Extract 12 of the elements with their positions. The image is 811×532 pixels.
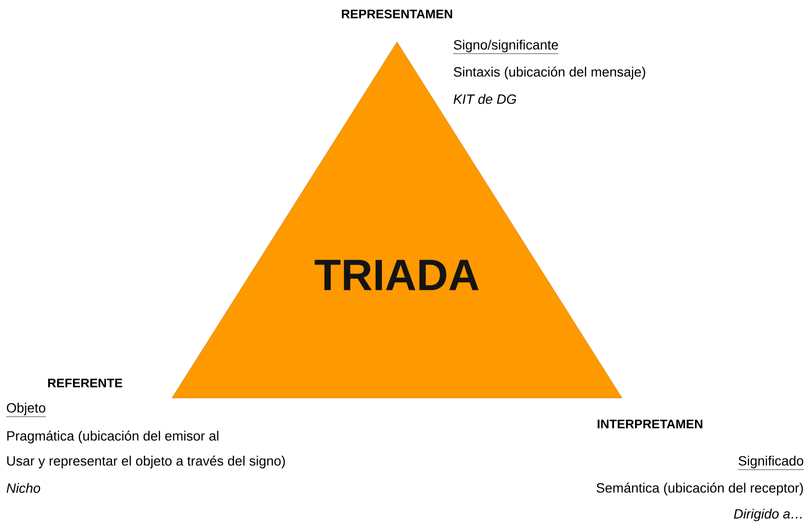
- description-text: Pragmática (ubicación del emisor al: [7, 430, 218, 444]
- italic-note: KIT de DG: [454, 94, 516, 104]
- description-text: Semántica (ubicación del receptor): [596, 482, 803, 496]
- corner-heading: INTERPRETAMEN: [598, 420, 702, 428]
- underlined-term: Significado: [738, 456, 804, 470]
- italic-note: Dirigido a…: [734, 508, 802, 522]
- corner-heading: REPRESENTAMEN: [342, 10, 452, 18]
- underlined-term: Objeto: [6, 402, 46, 417]
- italic-note: Nicho: [6, 483, 40, 493]
- description-text: Usar y representar el objeto a través del signo): [7, 456, 285, 468]
- underlined-term: Signo/significante: [453, 40, 559, 54]
- corner-heading: REFERENTE: [48, 378, 122, 388]
